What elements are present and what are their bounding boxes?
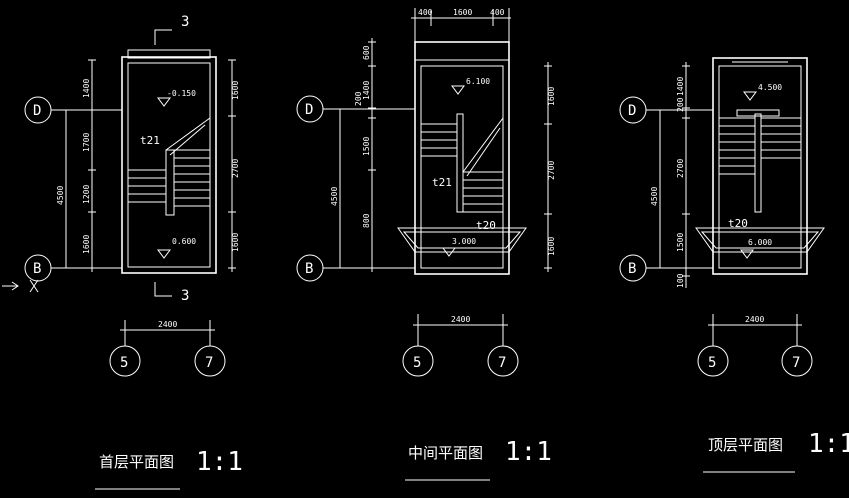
plan1-step-label: t21 [140, 134, 160, 147]
plan2-elev-marker-top [451, 85, 465, 95]
plan1-inner-wall [127, 62, 211, 268]
plan1-outer-wall [121, 56, 217, 274]
plan2-elevation-bottom: 3.000 [452, 237, 476, 246]
plan2-elev-marker-bottom [442, 247, 456, 257]
plan3-scale: 1:1 [808, 429, 849, 459]
plan1-door-block [127, 49, 211, 59]
plan1-left-dim-3: 1200 [82, 185, 91, 204]
plan3-step-label: t20 [728, 217, 748, 230]
plan2-top-dim-2: 1600 [453, 8, 472, 17]
plan1-scale: 1:1 [196, 447, 243, 477]
plan3-axis-label-5: 5 [708, 355, 716, 371]
plan3-left-dim-1: 1400 [676, 77, 685, 96]
plan1-grid-label-b: B [33, 261, 41, 277]
plan1-elevation-bottom: 0.600 [172, 237, 196, 246]
plan2-right-dim-1: 1600 [547, 87, 556, 106]
plan2-left-dim-1: 600 [362, 45, 371, 60]
plan1-axis-label-5: 5 [120, 355, 128, 371]
plan2-title: 中间平面图 [408, 444, 483, 462]
plan2-top-dim-1: 400 [418, 8, 433, 17]
plan2-left-dim-3: 200 [354, 91, 363, 106]
plan3-width-dim: 2400 [745, 315, 764, 324]
plan3-elev-marker-top [743, 91, 757, 101]
plan2-axis-label-5: 5 [413, 355, 421, 371]
plan1-section-mark-top [154, 29, 172, 45]
plan2-stair-treads [421, 113, 504, 213]
plan2-grid-label-d: D [305, 102, 313, 118]
plan2-axis-label-7: 7 [498, 355, 506, 371]
plan1-grid-label-d: D [33, 103, 41, 119]
plan3-landing [695, 227, 825, 253]
plan2-left-dim-2: 1400 [362, 81, 371, 100]
plan2-left-dim-4: 1500 [362, 137, 371, 156]
plan2-right-dim-3: 1600 [547, 237, 556, 256]
plan2-landing [397, 227, 527, 253]
plan2-width-dim: 2400 [451, 315, 470, 324]
plan1-right-dim-1: 1600 [231, 81, 240, 100]
plan1-right-dim-3: 1600 [231, 233, 240, 252]
plan3-title: 顶层平面图 [708, 436, 783, 454]
plan3-elevation-top: 4.500 [758, 83, 782, 92]
middle-floor-plan: t21 t20 6.100 3.000 400 1600 400 D B 60 [296, 8, 556, 481]
plan2-inner-wall [420, 65, 504, 269]
plan1-elevation-top: -0.150 [167, 89, 196, 98]
plan3-axis-bubble-7 [781, 345, 813, 377]
plan1-overall-dim: 4500 [56, 186, 65, 205]
plan2-left-dim-5: 800 [362, 213, 371, 228]
plan1-left-dim-2: 1700 [82, 133, 91, 152]
plan3-axis-label-7: 7 [792, 355, 800, 371]
plan1-axis-label-7: 7 [205, 355, 213, 371]
plan1-axis-bubble-7 [194, 345, 226, 377]
plan2-overall-dim: 4500 [330, 187, 339, 206]
plan1-axis-bubble-5 [109, 345, 141, 377]
plan3-inner-wall [718, 65, 802, 269]
plan3-left-dim-4: 1500 [676, 233, 685, 252]
plan2-step-label-b: t20 [476, 219, 496, 232]
plan2-step-label-a: t21 [432, 176, 452, 189]
plan3-axis-bubble-5 [697, 345, 729, 377]
plan2-grid-label-b: B [305, 261, 313, 277]
plan1-width-dim: 2400 [158, 320, 177, 329]
plan1-elev-marker-bottom [157, 249, 171, 259]
plan1-left-dim-4: 1600 [82, 235, 91, 254]
plan1-stair-treads [128, 117, 211, 216]
plan1-section-mark-bottom [154, 282, 172, 297]
plan1-right-dim-2: 2700 [231, 159, 240, 178]
plan2-axis-bubble-7 [487, 345, 519, 377]
plan3-grid-label-d: D [628, 103, 636, 119]
plan3-left-dim-3: 2700 [676, 159, 685, 178]
plan2-scale: 1:1 [505, 437, 552, 467]
plan2-right-dim-2: 2700 [547, 161, 556, 180]
plan3-left-dim-2: 200 [676, 97, 685, 112]
plan2-axis-bubble-5 [402, 345, 434, 377]
plan1-left-dim-1: 1400 [82, 79, 91, 98]
plan1-title: 首层平面图 [99, 453, 174, 471]
plan1-elev-marker-top [157, 97, 171, 107]
plan3-elev-marker-bottom [740, 249, 754, 259]
plan2-outer-wall [414, 41, 510, 275]
plan3-elevation-bottom: 6.000 [748, 238, 772, 247]
plan3-overall-dim: 4500 [650, 187, 659, 206]
plan3-stair-treads [719, 109, 801, 213]
plan2-top-dim-3: 400 [490, 8, 505, 17]
plan2-elevation-top: 6.100 [466, 77, 490, 86]
plan3-outer-wall [712, 57, 808, 275]
plan3-grid-label-b: B [628, 261, 636, 277]
top-floor-plan: t20 4.500 6.000 D B 1400 200 2700 1500 1… [619, 57, 849, 473]
plan1-section-label-bottom: 3 [181, 288, 189, 304]
plan3-left-dim-5: 100 [676, 273, 685, 288]
ground-floor-plan: 3 3 t21 -0.150 0.600 [2, 14, 243, 490]
plan1-section-label-top: 3 [181, 14, 189, 30]
